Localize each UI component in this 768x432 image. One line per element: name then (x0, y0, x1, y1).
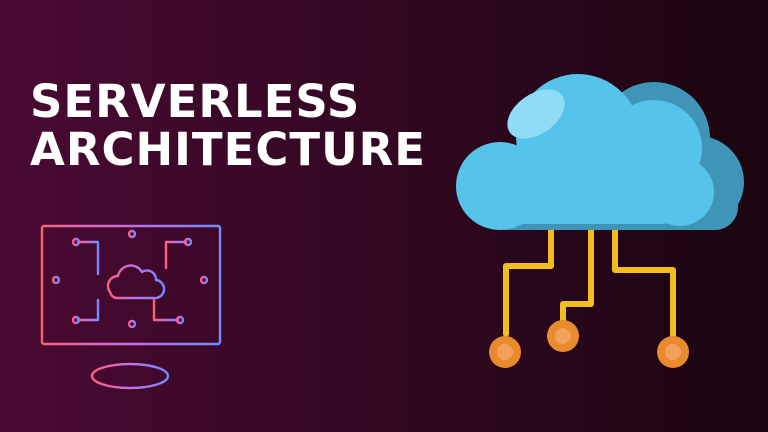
circuit-wire (76, 298, 100, 322)
monitor-circuit-cloud-icon (40, 224, 222, 390)
monitor-base (90, 362, 170, 390)
title-line-serverless: SERVERLESS (30, 75, 361, 128)
circuit-wire (76, 240, 100, 276)
cloud-highlight (507, 89, 565, 139)
monitor-screen (40, 224, 222, 346)
circuit-wire (152, 298, 180, 322)
small-cloud (106, 264, 166, 300)
circuit-node (175, 315, 185, 325)
circuit-node (127, 229, 137, 239)
circuit-node (199, 275, 209, 285)
circuit-node (71, 237, 81, 247)
page-title: SERVERLESS ARCHITECTURE (30, 78, 450, 174)
circuit-node (127, 319, 137, 329)
circuit-wire-middle (560, 221, 594, 329)
circuit-wire-right (612, 221, 676, 339)
circuit-node-left (489, 336, 521, 368)
circuit-node (183, 237, 193, 247)
circuit-wire (164, 240, 188, 270)
circuit-node (71, 315, 81, 325)
circuit-node-middle (547, 320, 579, 352)
circuit-node (51, 275, 61, 285)
cloud-shape (456, 74, 744, 230)
cloud-network-icon (456, 74, 744, 368)
circuit-node-right (657, 336, 689, 368)
title-line-architecture: ARCHITECTURE (30, 123, 426, 176)
circuit-wire-left (503, 221, 554, 337)
